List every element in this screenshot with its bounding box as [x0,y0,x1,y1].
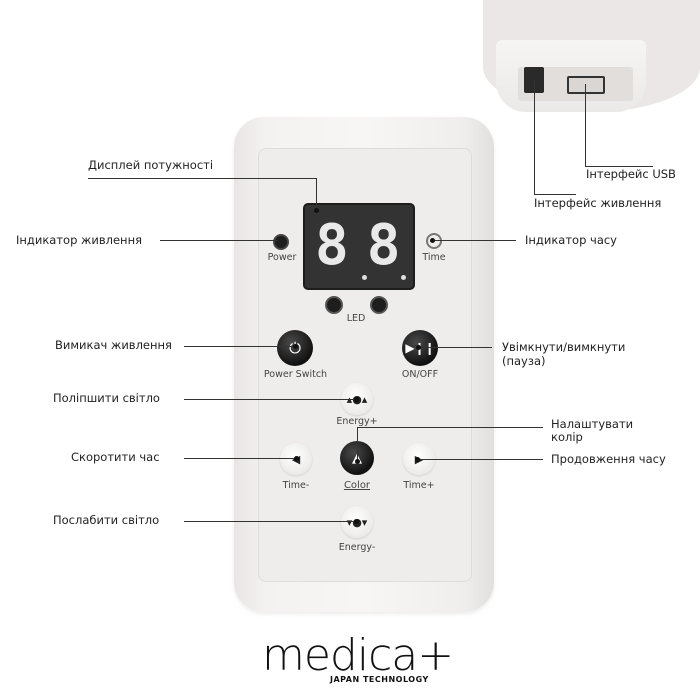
on-off-label: ON/OFF [401,369,439,380]
callout-power-display: Дисплей потужності [88,158,214,172]
callout-time-up: Продовження часу [551,452,666,466]
time-up-leader-dot [415,457,420,462]
callout-time-down: Скоротити час [71,450,160,464]
energy-down-leader [184,521,356,522]
power-indicator-led [273,234,289,250]
time-up-leader [417,459,543,460]
energy-up-leader-dot [354,397,359,402]
callout-usb-interface: Інтерфейс USB [586,167,676,181]
usb-leader-horizontal [585,166,653,167]
brand-tagline: JAPAN TECHNOLOGY [330,675,429,684]
power-display-leader-dot [314,208,319,213]
power-display-leader-vertical [316,178,317,210]
time-down-leader [184,458,296,459]
power-switch-leader [184,346,295,347]
on-off-leader [418,347,492,348]
callout-set-color-line1: Налаштувати [551,417,634,431]
power-label: Power [267,252,297,263]
power-indicator-leader [160,240,278,241]
energy-plus-label: Energy+ [336,416,378,427]
callout-energy-down: Послабити світло [53,513,160,527]
time-indicator-leader-dot [430,238,435,243]
energy-up-leader [184,399,356,400]
callout-power-switch: Вимикач живлення [55,338,172,352]
power-switch-leader-dot [293,344,298,349]
time-plus-label: Time+ [403,480,435,491]
decimal-point-2 [401,275,406,280]
decimal-point-1 [362,275,367,280]
color-label: Color [343,480,371,491]
callout-power-interface: Інтерфейс живлення [534,196,662,210]
set-color-leader-vertical [357,427,358,461]
led-left [325,296,343,314]
on-off-leader-dot [416,345,421,350]
callout-on-off-line2: (пауза) [502,354,546,368]
set-color-leader-dot [355,459,360,464]
usb-port [567,76,605,94]
callout-power-indicator: Індикатор живлення [16,233,143,247]
time-down-leader-dot [294,456,299,461]
power-display-leader-horizontal [88,178,316,179]
power-switch-label: Power Switch [263,369,328,380]
set-color-leader-horizontal [357,427,543,428]
usb-leader-vertical [585,84,586,166]
power-interface-leader-vertical [534,80,535,194]
time-label: Time [422,252,446,263]
callout-set-color-line2: колір [551,430,583,444]
callout-on-off-line1: Увімкнути/вимкнути [502,340,626,354]
power-interface-leader-horizontal [534,194,576,195]
callout-time-indicator: Індикатор часу [525,233,617,247]
energy-minus-label: Energy- [338,542,376,553]
time-minus-label: Time- [282,480,310,491]
led-label: LED [346,313,366,324]
energy-down-leader-dot [354,519,359,524]
led-right [370,296,388,314]
callout-energy-up: Поліпшити світло [53,391,160,405]
brand-logo: medica+ [262,630,454,681]
time-indicator-leader [432,240,516,241]
